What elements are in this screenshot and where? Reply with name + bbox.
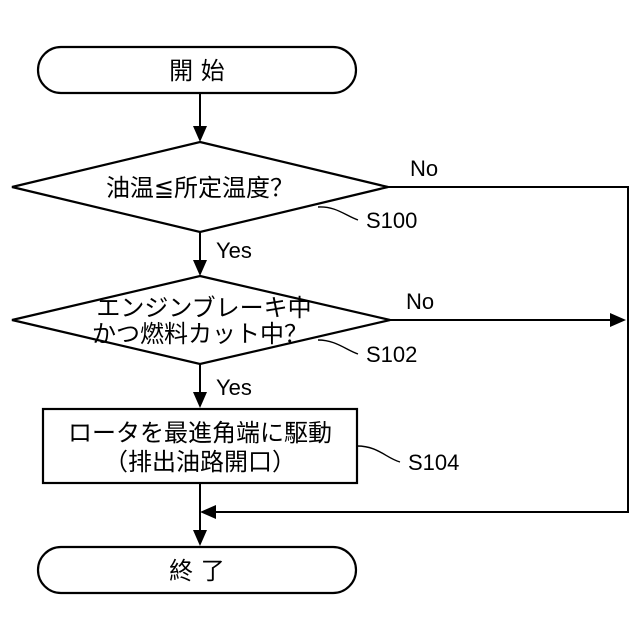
start-terminal: 開 始 — [38, 47, 356, 93]
connector-decision2-no: No — [390, 289, 626, 327]
step-leader-s102: S102 — [318, 340, 417, 367]
decision1-label: 油温≦所定温度？ — [106, 174, 294, 202]
arrow-start-to-decision1 — [193, 93, 207, 142]
decision-oil-temp: 油温≦所定温度？ — [12, 142, 388, 232]
process-label-line1: ロータを最進角端に駆動 — [68, 419, 332, 447]
step-label-s102: S102 — [366, 342, 417, 367]
start-label: 開 始 — [169, 57, 225, 85]
decision1-yes-label: Yes — [216, 238, 252, 263]
arrow-decision1-yes: Yes — [193, 232, 252, 276]
step-label-s104: S104 — [408, 450, 459, 475]
step-label-s100: S100 — [366, 208, 417, 233]
end-label: 終 了 — [169, 557, 225, 585]
decision2-label-line2: かつ燃料カット中？ — [92, 320, 308, 348]
decision2-label-line1: エンジンブレーキ中 — [96, 294, 311, 322]
decision2-yes-label: Yes — [216, 375, 252, 400]
decision2-no-label: No — [406, 289, 434, 314]
arrow-process-to-end — [193, 483, 207, 546]
arrow-decision2-yes: Yes — [193, 364, 252, 408]
process-drive-rotor: ロータを最進角端に駆動 （排出油路開口） — [43, 409, 357, 483]
end-terminal: 終 了 — [38, 547, 356, 593]
process-label-line2: （排出油路開口） — [104, 448, 296, 476]
decision1-no-label: No — [410, 156, 438, 181]
step-leader-s100: S100 — [318, 207, 417, 233]
decision-engine-brake: エンジンブレーキ中 かつ燃料カット中？ — [12, 276, 390, 364]
step-leader-s104: S104 — [357, 446, 459, 475]
